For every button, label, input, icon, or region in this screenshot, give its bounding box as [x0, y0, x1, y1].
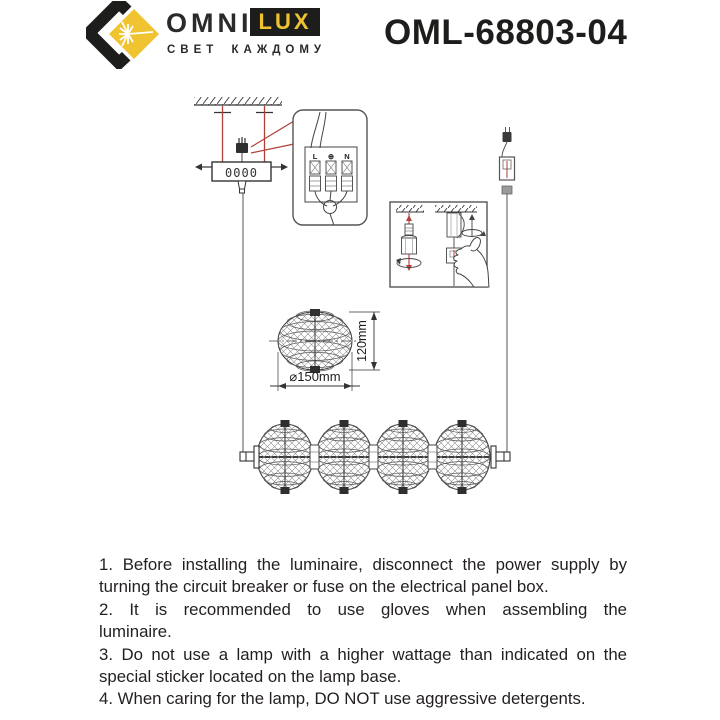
- zoom-leader-lines: [250, 120, 295, 154]
- instruction-line: 1. Before installing the luminaire, disc…: [99, 555, 627, 574]
- terminal-label-earth: ⊕: [328, 152, 335, 161]
- fixture-end-cap-left: [239, 445, 260, 469]
- canopy-holes-label: 0000: [225, 166, 258, 180]
- instruction-line: luminaire.: [99, 622, 172, 642]
- terminal-label-l: L: [313, 152, 318, 161]
- fixture-end-cap-right: [490, 445, 511, 469]
- installation-instructions: 1. Before installing the luminaire, disc…: [99, 554, 627, 711]
- instruction-line: 2. It is recommended to use gloves when …: [99, 599, 627, 619]
- brand-tagline: СВЕТ КАЖДОМУ: [167, 44, 327, 56]
- cord-adjuster-detail-box: [389, 201, 490, 288]
- terminal-label-n: N: [344, 152, 349, 161]
- installation-diagram: 0000 L ⊕ N: [194, 97, 516, 495]
- terminal-detail-box: L ⊕ N: [292, 109, 368, 226]
- dimension-height-label: 120mm: [355, 320, 369, 362]
- brand-name-lux: LUX: [258, 9, 312, 34]
- instruction-line: special sticker located on the lamp base…: [99, 667, 402, 687]
- hand-illustration: [453, 237, 490, 288]
- instruction-line: turning the circuit breaker or fuse on t…: [99, 577, 549, 597]
- cable-gripper-assembly: [498, 127, 516, 195]
- ceiling-mount-diagram: 0000: [194, 97, 295, 194]
- terminal-connector: [236, 137, 248, 162]
- fixture-assembly-diagram: [239, 419, 511, 495]
- dimension-diameter-label: ⌀150mm: [289, 369, 340, 384]
- slide-arrows: [195, 163, 288, 171]
- instruction-line: 3. Do not use a lamp with a higher watta…: [99, 644, 627, 664]
- instruction-line: 4. When caring for the lamp, DO NOT use …: [99, 689, 586, 709]
- shade-dimension-diagram: 120mm ⌀150mm: [268, 308, 380, 391]
- brand-name-omni: OMNI: [166, 8, 253, 38]
- brand-name-lux-box: LUX: [250, 8, 320, 36]
- model-number: OML-68803-04: [384, 13, 628, 52]
- omnilux-logo-icon: [86, 1, 164, 69]
